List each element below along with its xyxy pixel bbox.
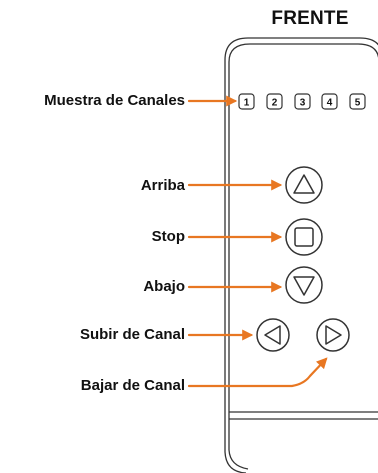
up-button[interactable] xyxy=(285,166,323,204)
square-stop-icon xyxy=(294,227,314,247)
channel-number: 2 xyxy=(272,98,278,109)
channel-down-button[interactable] xyxy=(316,318,350,352)
label-channel-up: Subir de Canal xyxy=(79,326,185,343)
remote-body xyxy=(224,37,378,473)
channel-number: 4 xyxy=(327,98,333,109)
label-channels: Muestra de Canales xyxy=(44,92,185,109)
channel-box-4: 4 xyxy=(321,93,338,110)
label-up: Arriba xyxy=(140,177,185,194)
channel-box-1: 1 xyxy=(238,93,255,110)
triangle-right-icon xyxy=(325,325,342,345)
triangle-left-icon xyxy=(264,325,281,345)
channel-up-button[interactable] xyxy=(256,318,290,352)
channel-number: 5 xyxy=(355,98,361,109)
channel-number: 1 xyxy=(244,98,250,109)
pointer-arrows xyxy=(187,95,328,388)
channel-number: 3 xyxy=(300,98,306,109)
label-channel-down: Bajar de Canal xyxy=(80,377,185,394)
label-down: Abajo xyxy=(143,278,185,295)
channel-display: 1 2 3 4 5 xyxy=(238,93,366,110)
channel-box-2: 2 xyxy=(266,93,283,110)
stop-button[interactable] xyxy=(285,218,323,256)
triangle-down-icon xyxy=(293,276,315,296)
diagram-title: FRENTE xyxy=(271,8,349,29)
triangle-up-icon xyxy=(293,174,315,194)
remote-bottom-lines xyxy=(229,411,378,420)
arrow-channel-down xyxy=(187,357,328,388)
channel-box-3: 3 xyxy=(294,93,311,110)
label-stop: Stop xyxy=(151,228,185,245)
channel-box-5: 5 xyxy=(349,93,366,110)
down-button[interactable] xyxy=(285,266,323,304)
